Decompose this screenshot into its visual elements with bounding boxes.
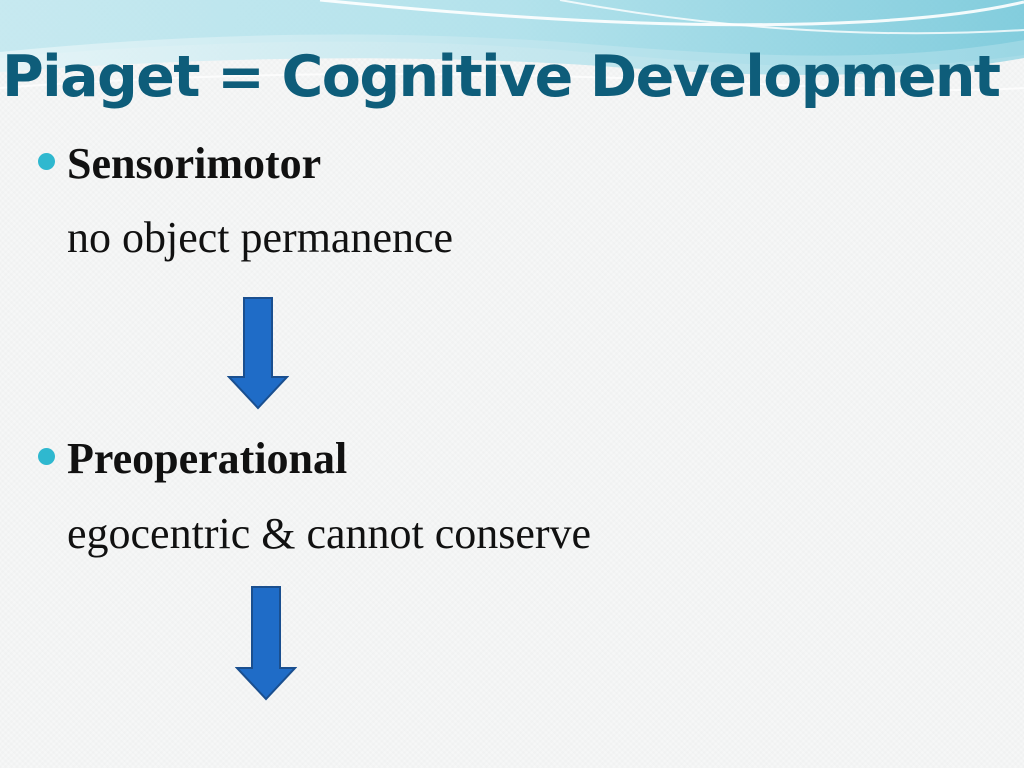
bullet-dot-icon [38, 152, 55, 170]
stage-label: Preoperational [67, 434, 348, 483]
stage-description: egocentric & cannot conserve [67, 509, 592, 558]
bullet-dot-icon [38, 447, 55, 465]
header-wave-decoration [0, 0, 1024, 92]
stage-label: Sensorimotor [67, 139, 322, 188]
bullet-item-sensorimotor: Sensorimotor [38, 139, 322, 188]
down-arrow-icon [235, 586, 297, 701]
slide-title: Piaget = Cognitive Development [2, 44, 1001, 110]
stage-description: no object permanence [67, 213, 454, 262]
down-arrow-icon [227, 297, 289, 410]
bullet-item-preoperational: Preoperational [38, 434, 348, 483]
